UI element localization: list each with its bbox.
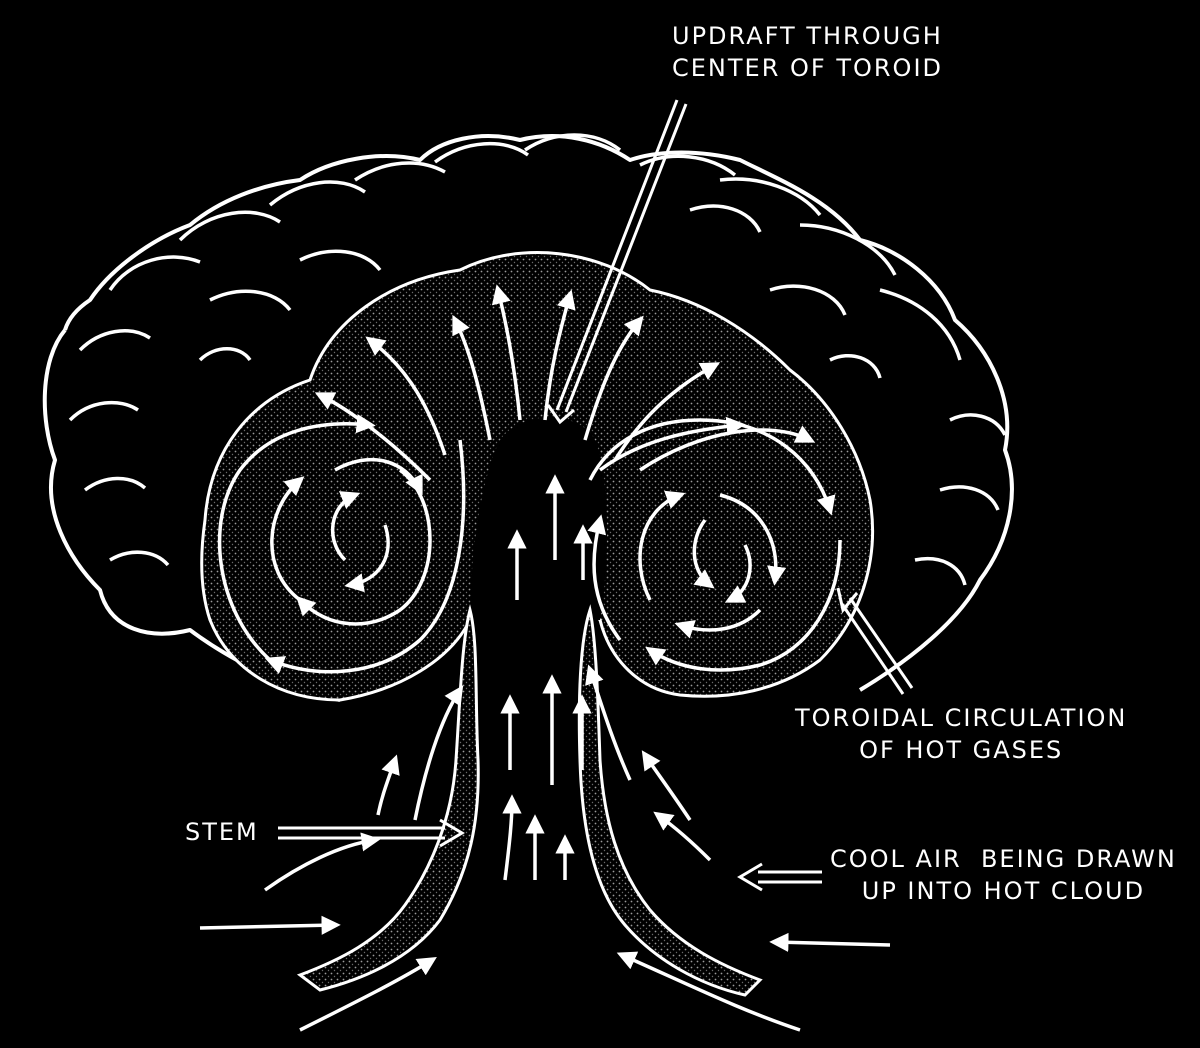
cloud-billows — [68, 133, 1007, 586]
cool-air-label: COOL AIR BEING DRAWN UP INTO HOT CLOUD — [830, 843, 1177, 907]
updraft-label-line1: UPDRAFT THROUGH — [672, 22, 943, 50]
cool-air-label-line2: UP INTO HOT CLOUD — [861, 877, 1146, 905]
right-vortex-arrows — [587, 418, 842, 672]
toroidal-pointer — [836, 587, 914, 695]
inflow-arrows — [199, 664, 891, 1032]
central-updraft-arrows — [500, 474, 593, 881]
updraft-label: UPDRAFT THROUGH CENTER OF TOROID — [672, 20, 943, 84]
cool-air-label-line1: COOL AIR BEING DRAWN — [830, 845, 1177, 873]
top-outflow-arrows — [314, 284, 816, 482]
stem-label: STEM — [185, 816, 259, 848]
stem-label-text: STEM — [185, 818, 259, 846]
cool-air-pointer — [737, 862, 822, 892]
updraft-pointer — [546, 99, 688, 425]
updraft-label-line2: CENTER OF TOROID — [672, 54, 944, 82]
toroidal-label: TOROIDAL CIRCULATION OF HOT GASES — [795, 702, 1127, 766]
toroidal-label-line2: OF HOT GASES — [859, 736, 1064, 764]
stem-pointer — [278, 818, 465, 848]
toroidal-label-line1: TOROIDAL CIRCULATION — [795, 704, 1128, 732]
stem-right — [577, 604, 763, 997]
left-vortex-arrows — [217, 414, 466, 674]
stem-left — [296, 604, 480, 992]
updraft-column — [470, 417, 607, 620]
